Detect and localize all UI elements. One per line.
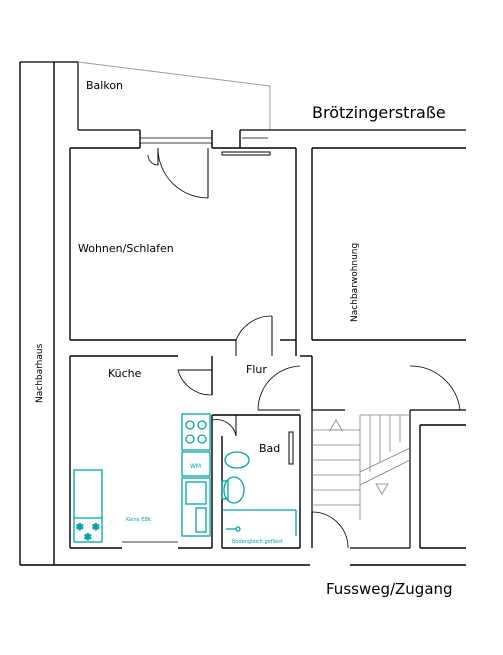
- kitchen-label: Küche: [108, 367, 142, 380]
- counter: [73, 469, 103, 543]
- snowflake-icon: ✱: [76, 523, 84, 533]
- radiator: [221, 151, 271, 156]
- balcony-label: Balkon: [86, 79, 123, 92]
- flur-bath-walls: [212, 340, 313, 549]
- balcony-door: [147, 148, 209, 199]
- kitchen-fixtures: [73, 413, 211, 543]
- dishwasher: [195, 507, 207, 533]
- shower-drain-dot: [235, 526, 241, 532]
- snowflake-icon: ✱: [92, 523, 100, 533]
- washing-machine: [181, 451, 211, 477]
- staircase: [311, 365, 466, 549]
- living-door: [235, 315, 273, 356]
- stove-burner: [185, 434, 195, 444]
- stove-burner: [197, 420, 207, 430]
- snowflake-icon: ✱: [84, 533, 92, 543]
- footpath-label: Fussweg/Zugang: [326, 580, 453, 598]
- exterior-walls: [19, 62, 466, 566]
- kitchen-door: [177, 369, 213, 396]
- street-north-label: Brötzingerstraße: [312, 103, 446, 122]
- sink: [185, 481, 207, 505]
- neighbor-house-label: Nachbarhaus: [35, 343, 45, 403]
- toilet-bowl: [223, 476, 245, 504]
- hallway-label: Flur: [246, 363, 267, 376]
- neighbor-lower: [419, 424, 466, 549]
- entrance-door: [257, 365, 301, 411]
- balcony-railing: [77, 61, 271, 87]
- washing-machine-label: WM: [190, 463, 201, 470]
- no-kitchen-label: Keine EBK: [126, 517, 152, 523]
- living-room: [69, 130, 297, 341]
- bathroom-label: Bad: [259, 442, 280, 455]
- sink-counter: [181, 477, 211, 537]
- fridge-snowflakes: ✱ ✱ ✱: [76, 523, 101, 544]
- neighbor-flat-label: Nachbarwohnung: [350, 243, 360, 322]
- stair-treads: [312, 414, 411, 520]
- stove-burner: [197, 434, 207, 444]
- stair-arrow-down: [375, 483, 389, 495]
- bath-door: [211, 415, 237, 437]
- stair-arrow-up: [329, 419, 343, 431]
- toilet-tank: [221, 480, 229, 500]
- washbasin: [224, 451, 250, 469]
- stove: [181, 413, 211, 451]
- living-room-label: Wohnen/Schlafen: [78, 242, 174, 255]
- bathroom-floor-label: Bodengleich gefliest: [232, 539, 283, 545]
- balcony: [20, 61, 271, 131]
- stove-burner: [185, 420, 195, 430]
- bath-fixtures: [221, 451, 297, 536]
- neighbor-flat-walls: [311, 147, 466, 341]
- kitchen-walls: [69, 355, 213, 549]
- bath-radiator: [288, 431, 294, 465]
